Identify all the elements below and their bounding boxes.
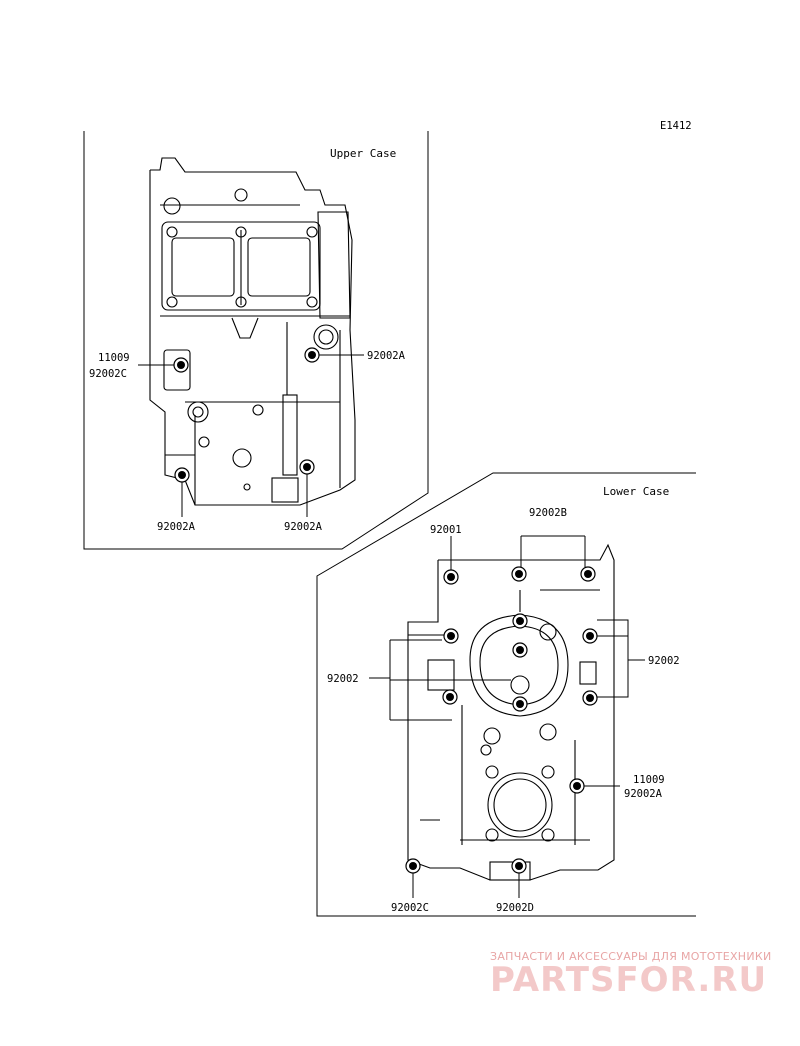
bolt-l10 [512, 696, 528, 712]
bolt-l8 [442, 689, 458, 705]
label-l-92002B: 92002B [529, 507, 567, 519]
diagram-code: E1412 [660, 120, 692, 132]
bolt-u2 [304, 347, 320, 363]
label-l-11009: 11009 [633, 774, 665, 786]
lower-panel-frame [316, 472, 696, 917]
bolt-l4 [512, 613, 528, 629]
label-u-92002C: 92002C [89, 368, 127, 380]
label-u-11009: 11009 [98, 352, 130, 364]
upper-case-title: Upper Case [330, 147, 396, 160]
bolt-l1 [443, 569, 459, 585]
bolt-u1 [173, 357, 189, 373]
watermark-tagline: ЗАПЧАСТИ И АКСЕССУАРЫ ДЛЯ МОТОТЕХНИКИ [490, 950, 772, 963]
label-l-92002C: 92002C [391, 902, 429, 914]
upper-crankcase-drawing [149, 157, 356, 506]
lower-crankcase-drawing [407, 543, 615, 881]
label-u-92002A-bottom-left: 92002A [157, 521, 196, 533]
label-l-92002A: 92002A [624, 788, 663, 800]
label-u-92002A-bottom-right: 92002A [284, 521, 323, 533]
lower-case-panel: Lower Case [316, 472, 696, 917]
bolt-u3 [174, 467, 190, 483]
lower-case-title: Lower Case [603, 485, 669, 498]
bolt-l12 [405, 858, 421, 874]
label-l-92002-left: 92002 [327, 673, 359, 685]
watermark-logo: PARTSFOR.RU [490, 960, 768, 1000]
label-u-92002A-right: 92002A [367, 350, 406, 362]
label-l-92002-right: 92002 [648, 655, 680, 667]
upper-case-panel: Upper Case [83, 131, 429, 550]
bolt-l9 [582, 690, 598, 706]
bolt-l6 [582, 628, 598, 644]
bolt-l5 [443, 628, 459, 644]
bolt-l7 [512, 642, 528, 658]
bolt-l13 [511, 858, 527, 874]
label-l-92002D: 92002D [496, 902, 534, 914]
bolt-l3 [580, 566, 596, 582]
label-l-92001: 92001 [430, 524, 462, 536]
upper-panel-frame [83, 131, 429, 550]
bolt-l11 [569, 778, 585, 794]
bolt-l2 [511, 566, 527, 582]
bolt-u4 [299, 459, 315, 475]
